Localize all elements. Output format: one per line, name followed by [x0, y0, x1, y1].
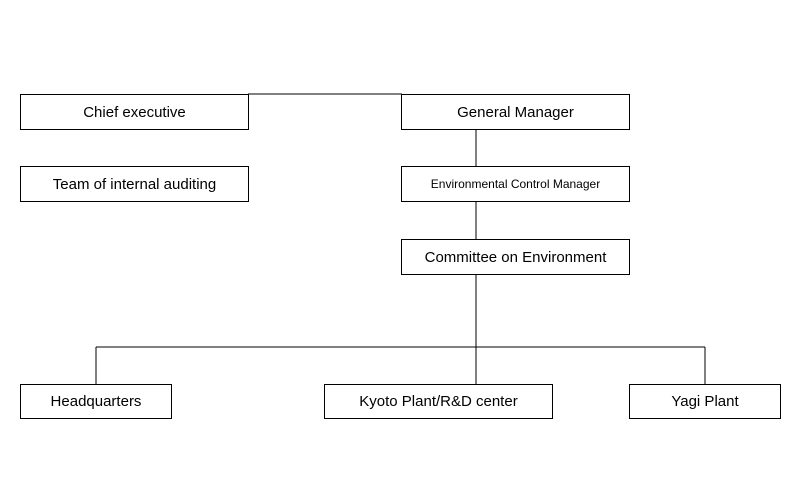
general-manager-box: General Manager	[401, 94, 630, 130]
headquarters-label: Headquarters	[50, 393, 142, 410]
internal-auditing-label: Team of internal auditing	[52, 175, 217, 193]
kyoto-plant-box: Kyoto Plant/R&D center	[324, 384, 553, 419]
chief-executive-label: Chief executive	[83, 103, 186, 121]
headquarters-box: Headquarters	[20, 384, 172, 419]
committee-on-environment-box: Committee on Environment	[401, 239, 630, 275]
environmental-control-manager-label: Environmental Control Manager	[430, 177, 601, 191]
environmental-control-manager-box: Environmental Control Manager	[401, 166, 630, 202]
chief-executive-box: Chief executive	[20, 94, 249, 130]
yagi-plant-label: Yagi Plant	[671, 393, 739, 410]
general-manager-label: General Manager	[457, 103, 574, 121]
yagi-plant-box: Yagi Plant	[629, 384, 781, 419]
internal-auditing-box: Team of internal auditing	[20, 166, 249, 202]
committee-on-environment-label: Committee on Environment	[424, 248, 607, 266]
kyoto-plant-label: Kyoto Plant/R&D center	[359, 393, 518, 410]
